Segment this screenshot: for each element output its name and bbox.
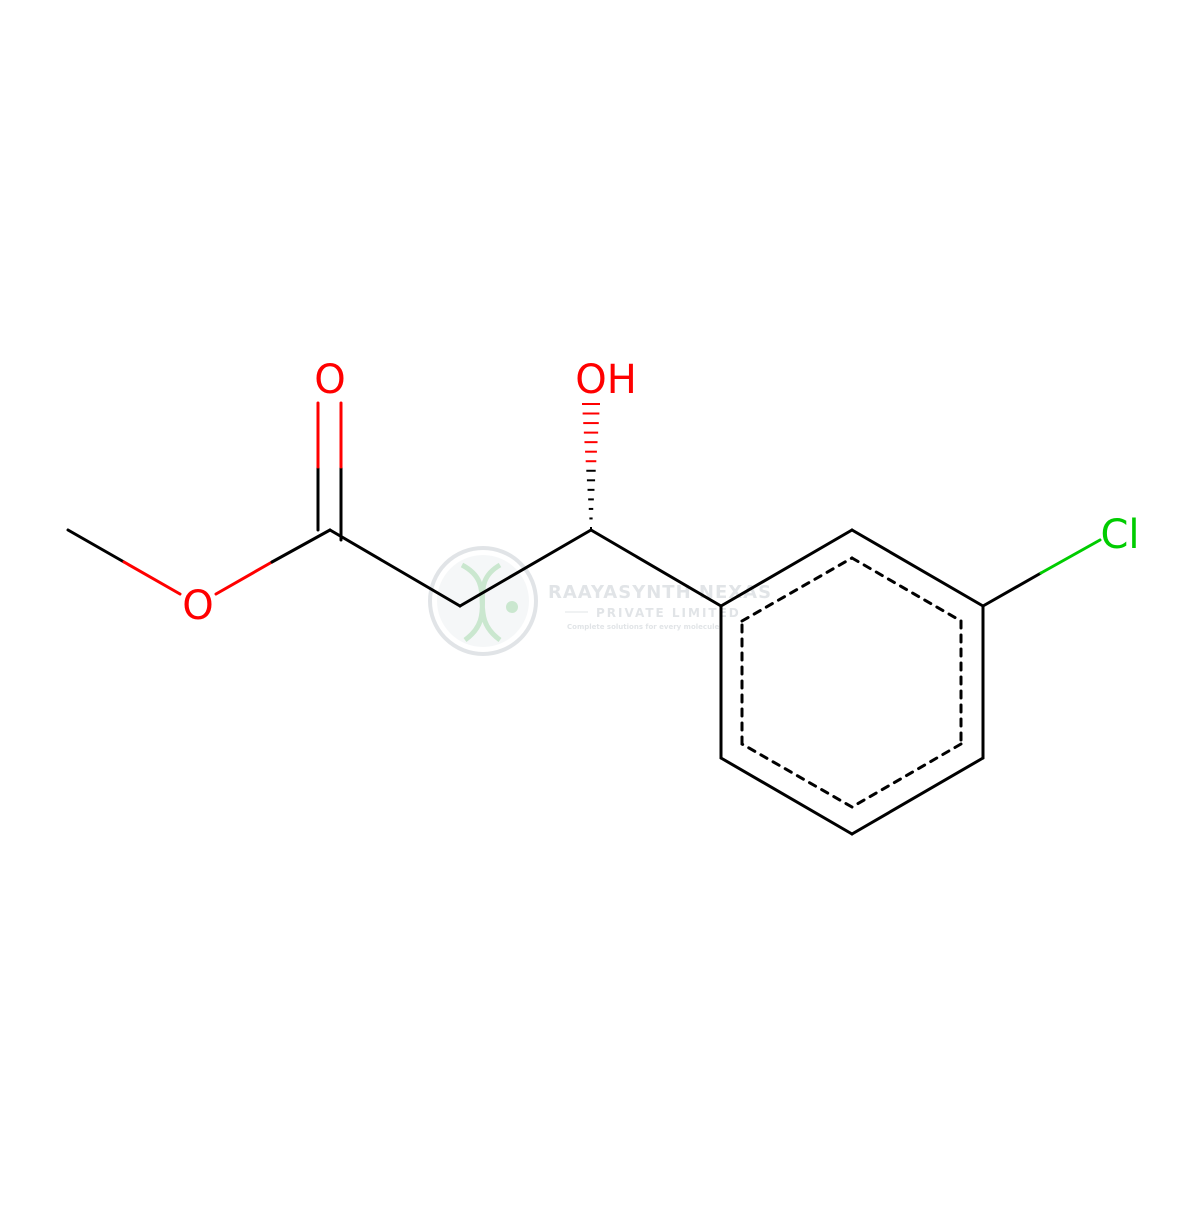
bond-ester-o-carbonyl-black <box>270 528 332 564</box>
ring-bond-5 <box>719 756 854 836</box>
bond-carbonyl-ch2 <box>328 528 462 608</box>
atom-ester-oxygen: O <box>182 583 213 629</box>
aromatic-inner-ring <box>740 556 963 809</box>
bond-stereocenter-ring <box>589 528 723 608</box>
atom-labels: O O OH Cl <box>182 357 1139 629</box>
bond-ring-cl <box>981 571 1043 608</box>
bond-methyl-ester-o-red <box>122 560 182 596</box>
watermark-logo-helix <box>460 562 502 643</box>
bonds <box>66 401 1102 836</box>
bond-ester-o-carbonyl <box>214 560 274 596</box>
atom-hydroxyl: OH <box>575 357 637 403</box>
ring-bond-4 <box>850 756 985 836</box>
watermark-tagline: Complete solutions for every molecule <box>567 623 719 631</box>
atom-carbonyl-oxygen: O <box>314 357 345 403</box>
ring-bond-2 <box>850 528 985 608</box>
watermark-logo-circle <box>428 546 538 656</box>
hashed-wedge-bond <box>582 403 600 529</box>
watermark-logo-dot <box>506 601 518 613</box>
bond-ring-cl-green <box>1039 538 1102 575</box>
watermark-title: RAAYASYNTH NEXAS <box>548 582 772 603</box>
bond-methyl-ester-o <box>66 528 126 564</box>
ring-bond-1 <box>719 528 854 608</box>
atom-chlorine: Cl <box>1100 512 1139 558</box>
bond-ch2-stereocenter <box>458 528 593 608</box>
watermark-subtitle: PRIVATE LIMITED <box>596 606 741 620</box>
